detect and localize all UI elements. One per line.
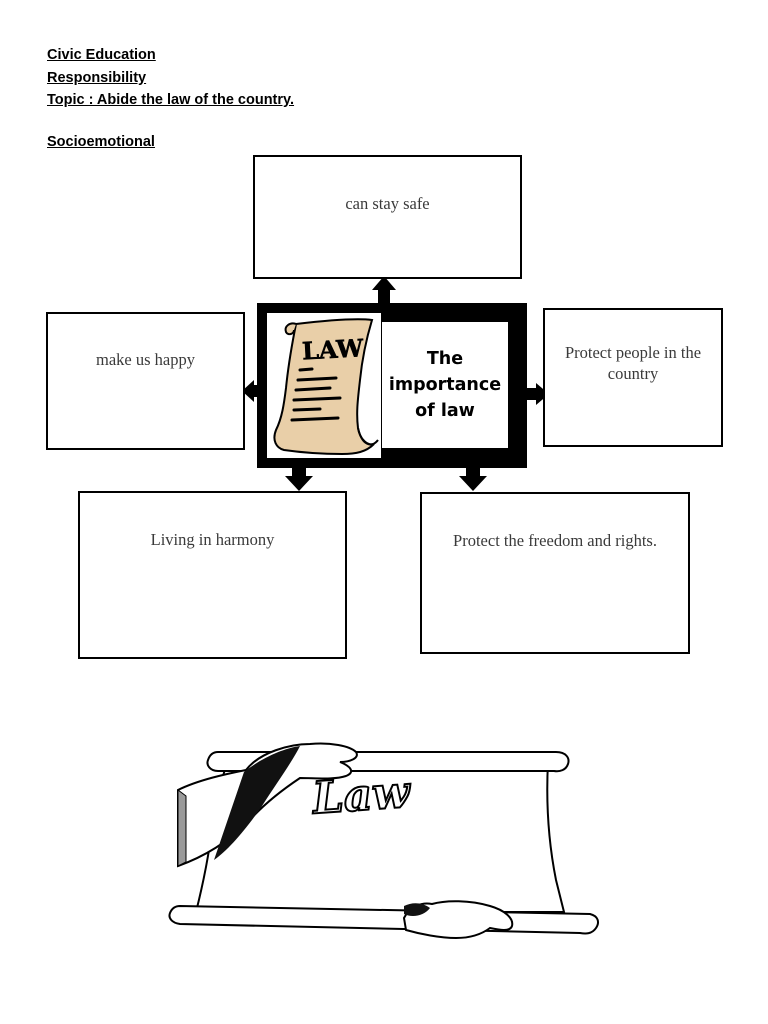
answer-text-right: Protect people in the country — [564, 343, 702, 383]
answer-text-bottom-left: Living in harmony — [150, 530, 275, 549]
answer-box-bottom-left[interactable]: Living in harmony — [78, 491, 347, 659]
section-title: Socioemotional — [47, 134, 155, 150]
law-document-label: LAW — [301, 333, 365, 365]
answer-text-bottom-right: Protect the freedom and rights. — [453, 531, 657, 550]
answer-box-right[interactable]: Protect people in the country — [543, 308, 723, 447]
theme-title: Responsibility — [47, 70, 147, 86]
answer-box-top[interactable]: can stay safe — [253, 155, 522, 279]
subject-title: Civic Education — [47, 47, 156, 63]
arrow-right-icon — [524, 383, 549, 405]
scroll-law-text: Law — [309, 767, 414, 825]
answer-text-top: can stay safe — [345, 194, 430, 213]
answer-box-bottom-right[interactable]: Protect the freedom and rights. — [420, 492, 690, 654]
central-topic-label: The importance of law — [382, 322, 508, 448]
topic-title: Topic : Abide the law of the country. — [47, 92, 295, 108]
law-document-icon: LAW — [273, 318, 379, 456]
law-scroll-icon: Law — [168, 742, 599, 940]
answer-text-left: make us happy — [96, 350, 195, 369]
answer-box-left[interactable]: make us happy — [46, 312, 245, 450]
